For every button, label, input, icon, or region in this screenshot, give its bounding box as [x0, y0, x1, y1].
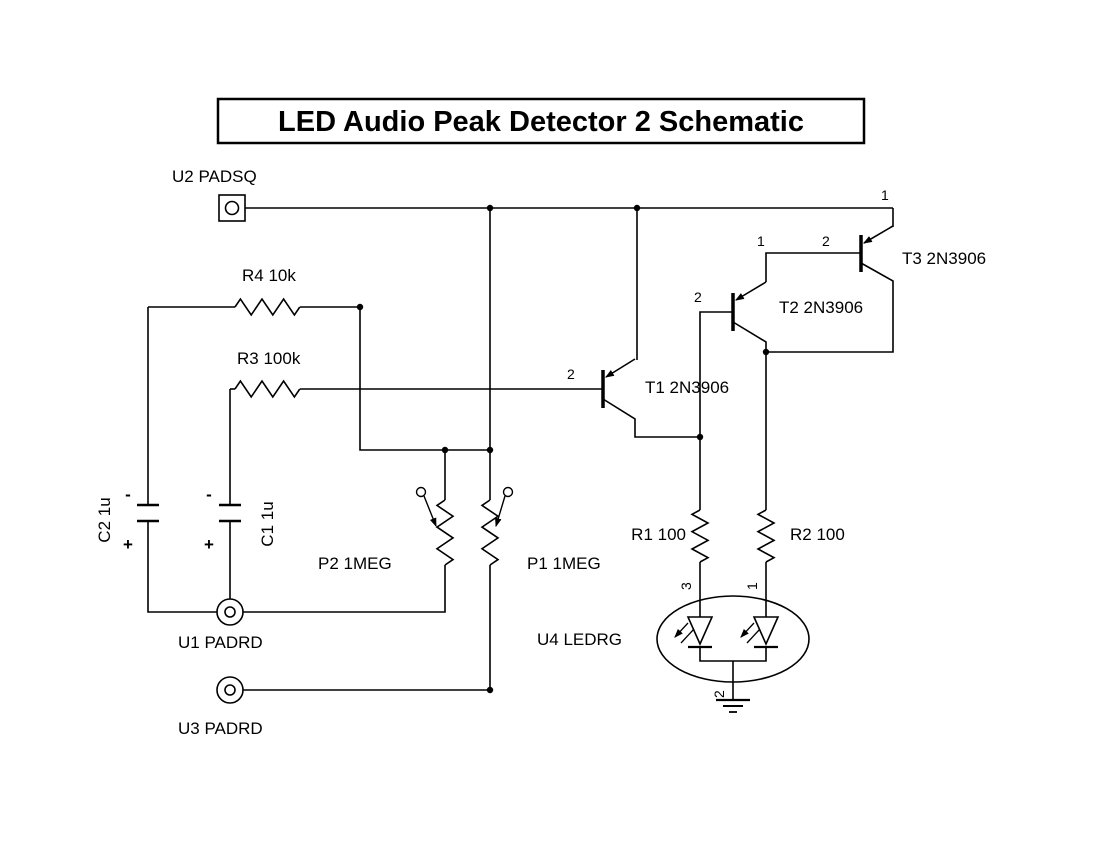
junction-dot — [762, 348, 770, 356]
p2-label: P2 1MEG — [318, 554, 392, 573]
p2-potentiometer: P2 1MEG — [318, 486, 455, 573]
r2-label: R2 100 — [790, 525, 845, 544]
wire-u1-to-p2 — [243, 565, 446, 613]
t2-emitter-pin: 1 — [757, 233, 765, 249]
pad-square — [218, 194, 246, 222]
t1-base-pin: 2 — [567, 366, 575, 382]
u1-pad: U1 PADRD — [178, 598, 263, 652]
pad-hole-icon — [224, 200, 240, 216]
t2-base-pin: 2 — [694, 289, 702, 305]
pad-hole-icon — [224, 606, 236, 618]
junction-dots — [356, 204, 770, 694]
r3-label: R3 100k — [237, 349, 301, 368]
r1-label: R1 100 — [631, 525, 686, 544]
c1-minus-sign: - — [206, 485, 212, 504]
resistor-zigzag-icon — [234, 297, 301, 317]
junction-dot — [356, 303, 364, 311]
r2-resistor: R2 100 — [756, 509, 845, 563]
c2-capacitor: - + C2 1u — [95, 485, 159, 554]
u4-pin1: 1 — [744, 582, 760, 590]
wire-t2-collector-to-r2 — [732, 321, 767, 510]
u3-label: U3 PADRD — [178, 719, 263, 738]
r3-resistor: R3 100k — [234, 349, 301, 399]
t1-label: T1 2N3906 — [645, 378, 729, 397]
t3-transistor: T3 2N3906 1 2 — [822, 187, 986, 272]
transistor-emitter-icon — [605, 358, 636, 378]
led-emission-arrows-icon — [741, 622, 761, 643]
transistor-emitter-icon — [863, 225, 894, 244]
led1 — [675, 616, 714, 649]
pad-round-icon — [216, 598, 244, 626]
wire-c2-to-u1 — [147, 521, 217, 613]
resistor-zigzag-icon — [435, 499, 455, 566]
title-block: LED Audio Peak Detector 2 Schematic — [216, 97, 866, 145]
package-outline-icon — [656, 595, 810, 683]
u2-label: U2 PADSQ — [172, 167, 257, 186]
p1-label: P1 1MEG — [527, 554, 601, 573]
pad-hole-icon — [224, 684, 236, 696]
wire-r4-branch — [359, 307, 490, 451]
capacitor-plates-icon — [137, 503, 159, 523]
pad-round-icon — [216, 676, 244, 704]
junction-dot — [486, 686, 494, 694]
page-title: LED Audio Peak Detector 2 Schematic — [278, 106, 804, 138]
wiper-terminal-icon — [415, 486, 427, 498]
c2-plus-sign: + — [123, 535, 133, 554]
wiper-arrow-icon — [495, 495, 506, 528]
wire-t2-base — [699, 311, 733, 437]
c1-capacitor: - + C1 1u — [204, 485, 277, 554]
led2 — [741, 616, 780, 649]
u3-pad: U3 PADRD — [178, 676, 263, 738]
c1-plus-sign: + — [204, 535, 214, 554]
wire-t1-collector — [602, 398, 700, 438]
r1-resistor: R1 100 — [631, 509, 710, 563]
junction-dot — [486, 446, 494, 454]
u2-pad: U2 PADSQ — [172, 167, 257, 222]
transistor-emitter-icon — [735, 281, 767, 301]
t3-label: T3 2N3906 — [902, 249, 986, 268]
r4-resistor: R4 10k — [234, 266, 301, 317]
junction-dot — [633, 204, 641, 212]
t1-transistor: T1 2N3906 2 — [567, 358, 729, 408]
t3-base-pin: 2 — [822, 233, 830, 249]
wire-led-cathodes — [699, 647, 767, 662]
junction-dot — [696, 433, 704, 441]
u4-pin2: 2 — [711, 690, 727, 698]
led-triangle-icon — [686, 616, 714, 646]
capacitor-plates-icon — [219, 503, 241, 523]
wire-t3-collector — [766, 262, 894, 353]
t2-label: T2 2N3906 — [779, 298, 863, 317]
led-emission-arrows-icon — [675, 622, 695, 643]
c2-minus-sign: - — [125, 485, 131, 504]
c2-label: C2 1u — [95, 497, 114, 542]
u4-pin3: 3 — [678, 582, 694, 590]
resistor-zigzag-icon — [234, 379, 301, 399]
p1-potentiometer: P1 1MEG — [480, 486, 601, 573]
wiper-terminal-icon — [502, 486, 514, 498]
resistor-zigzag-icon — [756, 509, 776, 563]
u4-led-package: U4 LEDRG 3 1 2 — [537, 582, 810, 698]
c1-label: C1 1u — [258, 501, 277, 546]
wire-t2-emitter-to-t3-base — [765, 252, 861, 282]
junction-dot — [441, 446, 449, 454]
wire-u3-to-p1 — [243, 565, 491, 691]
t2-transistor: T2 2N3906 2 1 — [694, 233, 863, 331]
resistor-zigzag-icon — [480, 499, 500, 566]
wiper-arrow-icon — [423, 495, 437, 528]
resistor-zigzag-icon — [690, 509, 710, 563]
junction-dot — [486, 204, 494, 212]
title-box — [216, 97, 866, 145]
led-triangle-icon — [752, 616, 780, 646]
u1-label: U1 PADRD — [178, 633, 263, 652]
t3-emitter-pin: 1 — [881, 187, 889, 203]
ground-symbol — [716, 698, 750, 713]
r4-label: R4 10k — [242, 266, 296, 285]
u4-label: U4 LEDRG — [537, 630, 622, 649]
